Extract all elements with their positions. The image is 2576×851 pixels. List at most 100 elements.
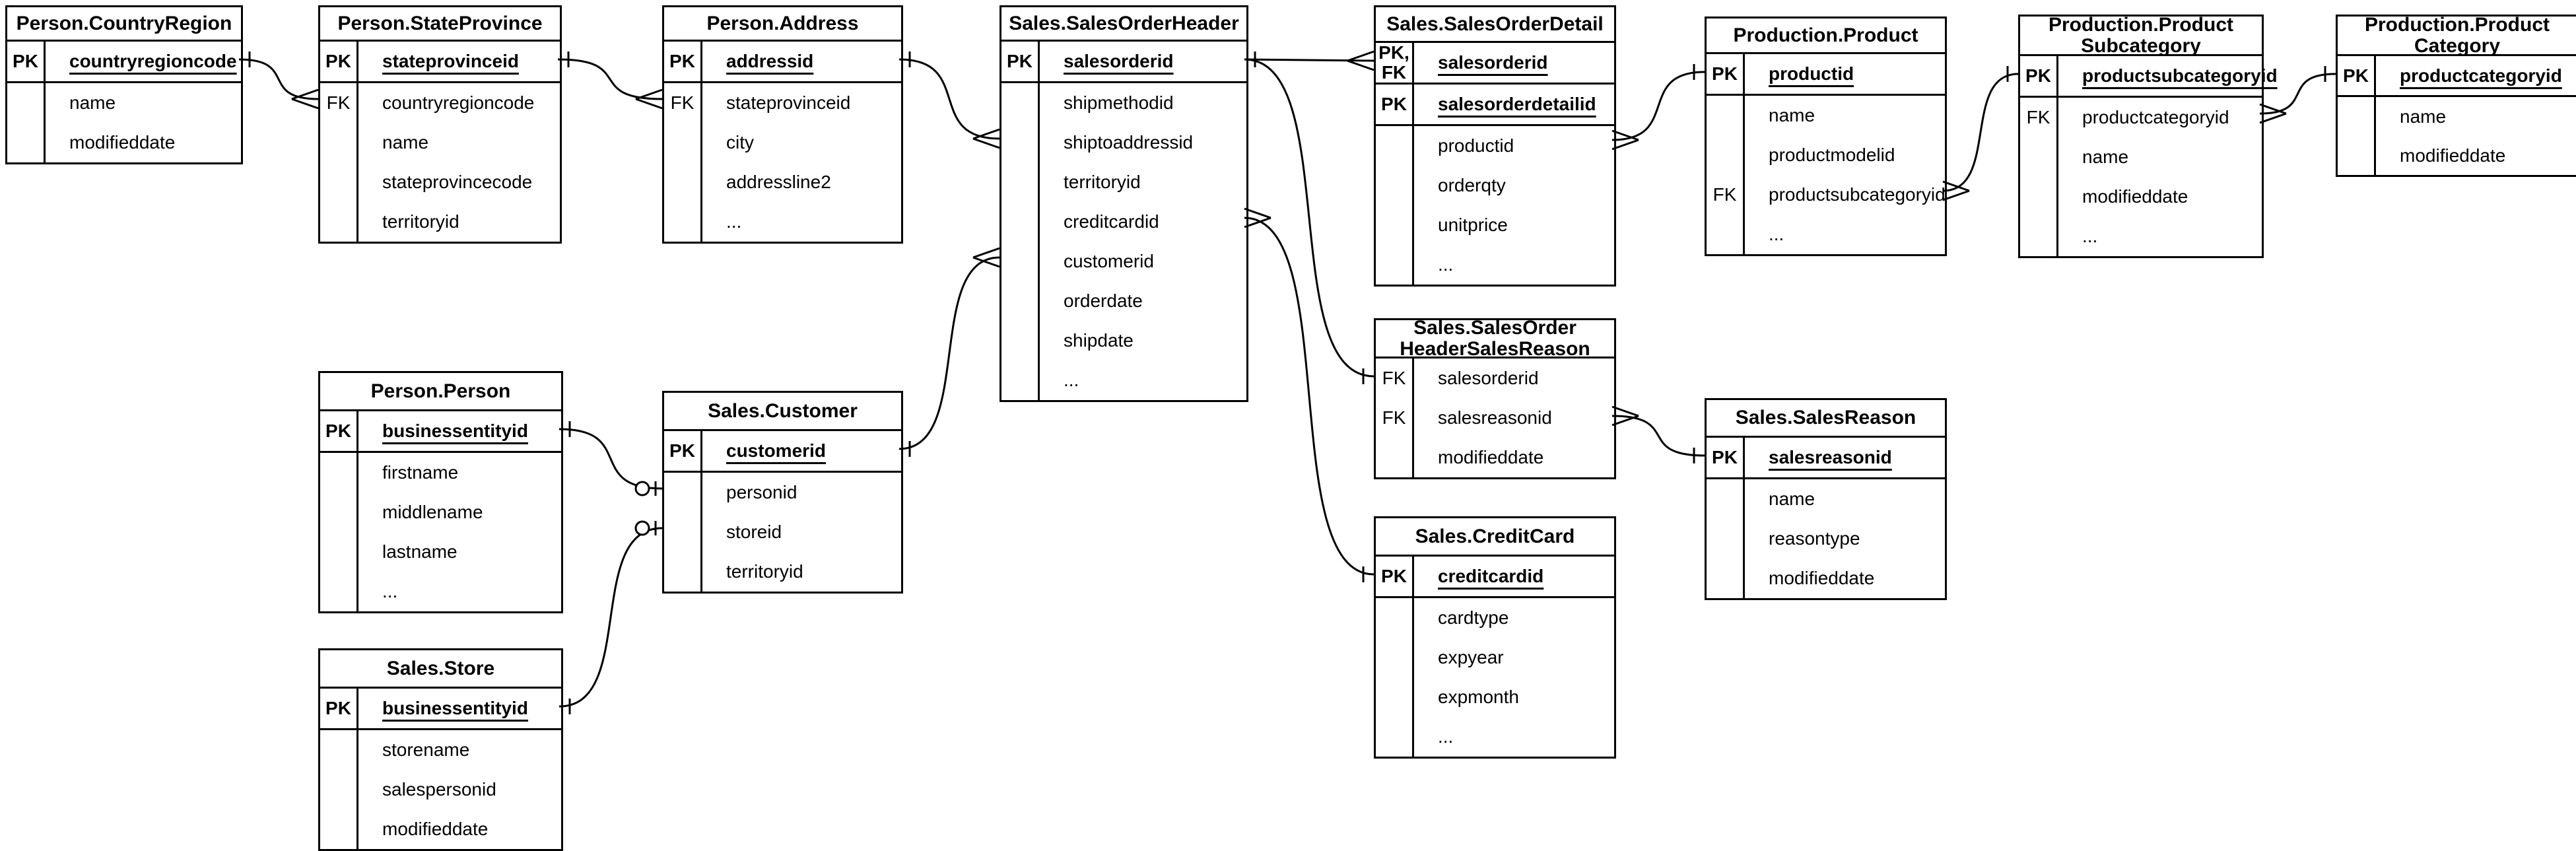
cardinality-marker-many bbox=[2259, 103, 2287, 115]
attribute-row: salespersonid bbox=[320, 770, 561, 809]
relationship-line bbox=[559, 428, 663, 490]
attribute-name: orderdate bbox=[1064, 290, 1143, 311]
cardinality-marker-many bbox=[1244, 217, 1271, 228]
key-cell-empty bbox=[1376, 126, 1414, 166]
attribute-row: ... bbox=[1376, 245, 1614, 285]
attribute-name: ... bbox=[1769, 224, 1784, 244]
attribute-name: ... bbox=[1064, 370, 1079, 390]
attribute-row: expmonth bbox=[1376, 677, 1614, 717]
attribute-row: shiptoaddressid bbox=[1001, 123, 1246, 162]
attribute-name: salesorderid bbox=[1438, 52, 1548, 73]
attribute-row: modifieddate bbox=[1376, 438, 1614, 477]
attribute-name: countryregioncode bbox=[382, 92, 535, 113]
key-badge: PK bbox=[664, 42, 702, 81]
attribute-row: territoryid bbox=[320, 202, 560, 242]
entity-title: Sales.SalesOrderDetail bbox=[1376, 7, 1614, 43]
key-cell-empty bbox=[664, 473, 702, 512]
key-cell-empty bbox=[320, 770, 358, 809]
attribute-name: ... bbox=[382, 581, 398, 601]
attribute-name: stateprovinceid bbox=[382, 51, 519, 71]
attribute-row: ... bbox=[320, 572, 561, 611]
key-cell-empty bbox=[2338, 136, 2376, 175]
attribute-name: ... bbox=[1438, 726, 1454, 747]
entity-title: Sales.Store bbox=[320, 650, 561, 689]
key-badge: PK bbox=[1001, 42, 1040, 81]
attribute-row: name bbox=[1707, 479, 1945, 519]
key-badge: FK bbox=[320, 83, 358, 123]
relationship-line bbox=[557, 58, 663, 100]
relationship-line bbox=[898, 256, 1000, 450]
attribute-name: modifieddate bbox=[1438, 447, 1544, 467]
key-cell-empty bbox=[1376, 205, 1414, 245]
key-cell-empty bbox=[320, 809, 358, 849]
attribute-name: addressline2 bbox=[726, 172, 831, 192]
attribute-name: creditcardid bbox=[1064, 211, 1159, 232]
attribute-row: expyear bbox=[1376, 638, 1614, 677]
attribute-name: modifieddate bbox=[69, 132, 176, 153]
attribute-name: name bbox=[1769, 105, 1815, 125]
attribute-name: modifieddate bbox=[2082, 186, 2188, 207]
cardinality-marker-many bbox=[1942, 189, 1970, 201]
key-cell-empty bbox=[1707, 519, 1745, 559]
attribute-row: personid bbox=[664, 473, 901, 512]
cardinality-marker-many bbox=[1347, 59, 1374, 71]
attribute-row: productmodelid bbox=[1707, 135, 1945, 175]
entity-title: Sales.Customer bbox=[664, 393, 901, 431]
key-cell-empty bbox=[1001, 242, 1040, 281]
key-badge: PK bbox=[320, 42, 358, 81]
cardinality-marker-many bbox=[1942, 180, 1970, 192]
key-cell-empty bbox=[1001, 162, 1040, 202]
attribute-name: territoryid bbox=[382, 211, 459, 232]
attribute-row: cardtype bbox=[1376, 598, 1614, 638]
attribute-row: stateprovincecode bbox=[320, 162, 560, 202]
key-badge: PK bbox=[1707, 54, 1745, 94]
key-cell-empty bbox=[7, 123, 46, 162]
key-cell-empty bbox=[320, 730, 358, 770]
entity-title: Person.Address bbox=[664, 7, 901, 42]
key-cell-empty bbox=[1376, 677, 1414, 717]
key-cell-empty bbox=[1707, 559, 1745, 598]
attribute-name: productmodelid bbox=[1769, 145, 1895, 165]
key-cell-empty bbox=[1707, 135, 1745, 175]
attribute-name: unitprice bbox=[1438, 215, 1508, 235]
relationship-line bbox=[1244, 58, 1374, 62]
cardinality-marker-many bbox=[972, 247, 1000, 259]
relationship-line bbox=[1611, 71, 1705, 141]
key-cell-empty bbox=[664, 512, 702, 552]
attribute-name: firstname bbox=[382, 462, 459, 483]
key-cell-empty bbox=[1376, 438, 1414, 477]
cardinality-marker-many bbox=[2259, 112, 2287, 124]
attribute-row: customerid bbox=[1001, 242, 1246, 281]
cardinality-marker-many bbox=[291, 98, 319, 110]
attribute-row: territoryid bbox=[1001, 162, 1246, 202]
